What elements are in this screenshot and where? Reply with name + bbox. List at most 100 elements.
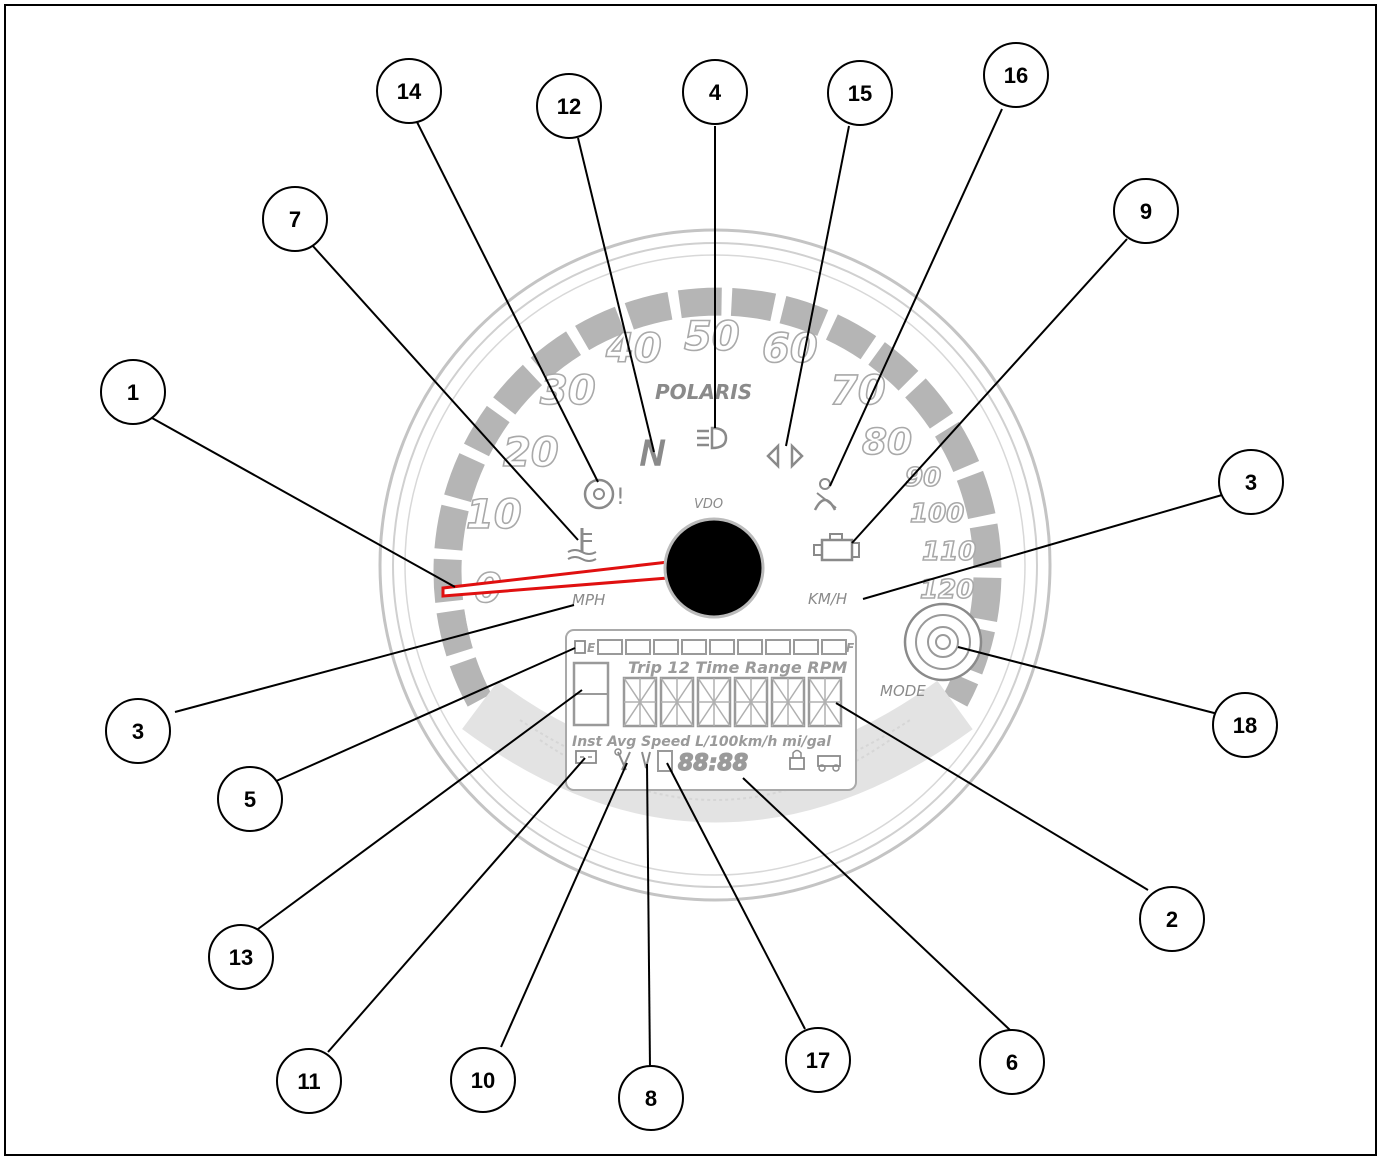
callout-12-label: 12: [557, 94, 581, 119]
check-engine-icon: [813, 533, 860, 562]
leader-line-15: [785, 125, 850, 447]
fuel-full-label: F: [846, 641, 855, 655]
fuel-gauge: E F: [574, 639, 855, 655]
callout-18-label: 18: [1233, 713, 1257, 738]
lcd-clock: 88:88: [678, 751, 748, 776]
leader-line-9: [851, 238, 1128, 544]
scale-label-30: 30: [540, 368, 596, 414]
callout-3-left: 3: [105, 698, 171, 764]
battery-icon: [575, 750, 597, 764]
mode-button[interactable]: [903, 602, 983, 682]
scale-label-10: 10: [466, 492, 522, 538]
lcd-unit-labels: Inst Avg Speed L/100km/h mi/gal: [572, 734, 831, 750]
turn-signal-icon: [766, 442, 804, 470]
leader-line-1: [151, 417, 456, 588]
scale-label-50: 50: [684, 314, 740, 360]
fuel-empty-label: E: [587, 641, 596, 655]
coolant-temperature-icon: [567, 528, 597, 562]
leader-line-7: [311, 244, 579, 541]
callout-14-label: 14: [397, 79, 422, 104]
fuel-pump-icon: [574, 640, 586, 654]
power-steering-icon: !: [583, 478, 625, 510]
leader-line-10: [500, 762, 628, 1048]
callout-10: 10: [450, 1047, 516, 1113]
callout-17: 17: [785, 1027, 851, 1093]
callout-7-label: 7: [289, 207, 301, 232]
leader-line-17: [666, 762, 806, 1030]
scale-label-40: 40: [605, 326, 662, 372]
fuel-segment: [821, 639, 847, 655]
callout-18: 18: [1212, 692, 1278, 758]
callout-12: 12: [536, 73, 602, 139]
callout-11: 11: [276, 1048, 342, 1114]
callout-5-label: 5: [244, 787, 256, 812]
callout-6-label: 6: [1006, 1050, 1018, 1075]
kmh-label: KM/H: [808, 590, 847, 608]
fuel-segment: [709, 639, 735, 655]
fuel-segment: [765, 639, 791, 655]
leader-line-16: [829, 108, 1003, 487]
callout-14: 14: [376, 58, 442, 124]
callout-2: 2: [1139, 886, 1205, 952]
leader-line-3-left: [174, 604, 575, 713]
leader-line-13: [257, 689, 583, 930]
digit-segment: [657, 750, 673, 772]
fuel-segment: [681, 639, 707, 655]
callout-10-label: 10: [471, 1068, 495, 1093]
callout-3-right-label: 3: [1245, 470, 1257, 495]
leader-line-6: [742, 777, 1011, 1031]
fuel-segment: [737, 639, 763, 655]
callout-1-label: 1: [127, 380, 139, 405]
callout-16: 16: [983, 42, 1049, 108]
brand-logo-text: POLARIS: [655, 380, 752, 404]
mode-label: MODE: [880, 682, 926, 700]
callout-7: 7: [262, 186, 328, 252]
leader-line-11: [327, 757, 586, 1053]
callout-9: 9: [1113, 178, 1179, 244]
svg-text:!: !: [616, 485, 625, 510]
callout-4: 4: [682, 59, 748, 125]
scale-label-110: 110: [922, 537, 976, 567]
scale-label-80: 80: [862, 422, 912, 463]
callout-2-label: 2: [1166, 907, 1178, 932]
scale-label-60: 60: [762, 326, 818, 372]
lcd-mode-labels: Trip 12 Time Range RPM: [628, 658, 847, 677]
leader-line-18: [957, 646, 1219, 715]
callout-6: 6: [979, 1029, 1045, 1095]
leader-lines: [151, 108, 1223, 1069]
callout-3-left-label: 3: [132, 719, 144, 744]
scale-label-20: 20: [503, 430, 559, 476]
fuel-segment: [625, 639, 651, 655]
neutral-indicator: N: [640, 434, 665, 474]
callout-1: 1: [100, 359, 166, 425]
vehicle-icon: [817, 755, 841, 772]
awd-indicator-icon: [641, 751, 651, 769]
lock-icon: [789, 749, 805, 770]
callout-9-label: 9: [1140, 199, 1152, 224]
callout-8: 8: [618, 1065, 684, 1131]
fuel-segment: [597, 639, 623, 655]
leader-line-5: [273, 647, 576, 783]
callout-13: 13: [208, 924, 274, 990]
callout-5: 5: [217, 766, 283, 832]
callout-16-label: 16: [1004, 63, 1028, 88]
callout-11-label: 11: [297, 1069, 320, 1094]
leader-line-12: [577, 137, 655, 453]
fuel-segment: [653, 639, 679, 655]
high-beam-icon: [697, 426, 728, 450]
scale-label-70: 70: [830, 368, 886, 414]
callout-15-label: 15: [848, 81, 872, 106]
speedometer-needle: [441, 517, 765, 619]
fuel-segment: [793, 639, 819, 655]
leader-line-14: [416, 121, 599, 483]
lcd-display: E F Trip 12 Time Range RPM: [565, 629, 857, 791]
mph-label: MPH: [572, 591, 605, 609]
diagram-frame: [4, 4, 1377, 1156]
callouts: 1 2 3 3 4 5 6 7 8 9 10 11 12 13 14 15 16…: [100, 42, 1284, 1131]
callout-3-right: 3: [1218, 449, 1284, 515]
maker-logo-text: VDO: [694, 497, 723, 512]
lcd-digits: [622, 676, 843, 728]
leader-line-8: [646, 763, 651, 1069]
callout-15: 15: [827, 60, 893, 126]
